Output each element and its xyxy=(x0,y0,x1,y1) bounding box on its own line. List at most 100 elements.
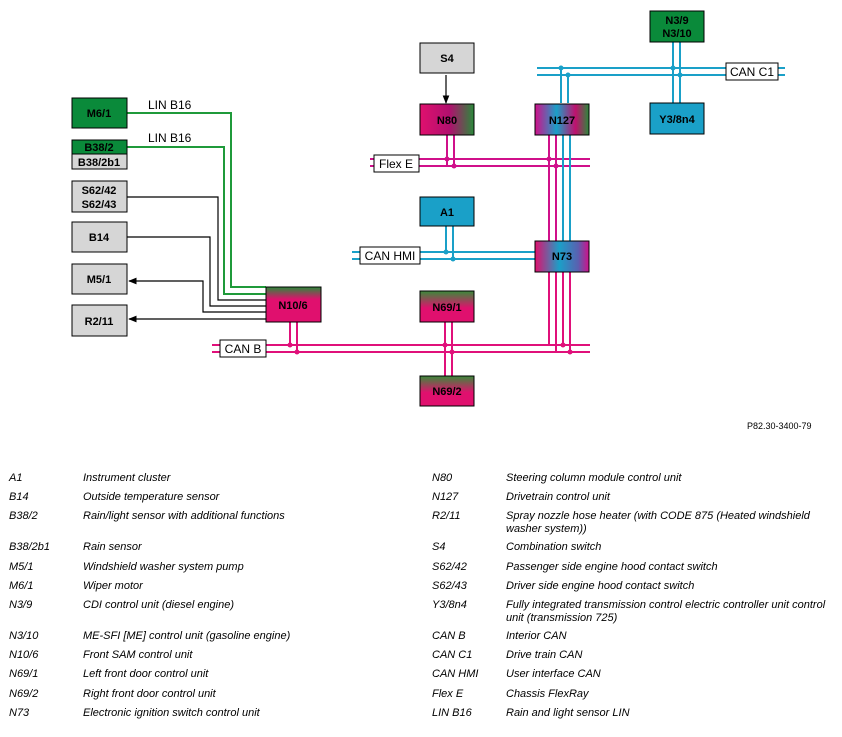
legend-code: M5/1 xyxy=(9,561,34,573)
b14-label: B14 xyxy=(89,232,110,244)
legend-code: N69/2 xyxy=(9,688,39,700)
legend-description: Windshield washer system pump xyxy=(83,561,244,573)
n69-1-label: N69/1 xyxy=(432,302,461,314)
m5-1-box[interactable]: M5/1 xyxy=(71,263,128,295)
n127-label: N127 xyxy=(549,115,575,127)
n10-6-box[interactable]: N10/6 xyxy=(265,286,322,323)
legend-description: Right front door control unit xyxy=(83,688,216,700)
m6-1-label: M6/1 xyxy=(87,108,111,120)
b38-2b1-label: B38/2b1 xyxy=(78,157,120,169)
legend-code: B14 xyxy=(9,491,29,503)
legend-entry: B38/2b1 Rain sensor xyxy=(9,541,419,571)
can-b-label: CAN B xyxy=(225,342,262,356)
legend-entry: LIN B16 Rain and light sensor LIN xyxy=(432,707,842,737)
b14-box[interactable]: B14 xyxy=(71,221,128,253)
r2-11-label: R2/11 xyxy=(85,316,114,328)
legend-code: N3/9 xyxy=(9,599,33,611)
n73-box[interactable]: N73 xyxy=(534,240,590,273)
y3-8n4-box[interactable]: Y3/8n4 xyxy=(649,102,705,135)
legend-description: Steering column module control unit xyxy=(506,472,682,484)
legend-entry: B14 Outside temperature sensor xyxy=(9,491,419,521)
figure-reference: P82.30-3400-79 xyxy=(747,421,812,431)
r2-11-box[interactable]: R2/11 xyxy=(71,304,128,337)
b38-2-label: B38/2 xyxy=(84,142,113,154)
flex-e-bus xyxy=(370,135,590,241)
n3-box[interactable]: N3/9 N3/10 xyxy=(649,10,705,43)
legend-code: Y3/8n4 xyxy=(432,599,467,611)
s62-43-label: S62/43 xyxy=(82,199,117,211)
m5-1-label: M5/1 xyxy=(87,274,111,286)
legend-code: B38/2b1 xyxy=(9,541,50,553)
s62-42-label: S62/42 xyxy=(82,185,117,197)
y3-8n4-label: Y3/8n4 xyxy=(659,114,695,126)
legend-code: CAN C1 xyxy=(432,649,473,661)
legend-description: Instrument cluster xyxy=(83,472,171,484)
n80-label: N80 xyxy=(437,115,457,127)
can-c1-tag: CAN C1 xyxy=(725,62,779,81)
can-b-nodes xyxy=(287,342,573,355)
can-c1-nodes xyxy=(558,65,683,78)
legend-description: Rain and light sensor LIN xyxy=(506,707,630,719)
lin-b16-label-2: LIN B16 xyxy=(148,131,192,145)
s4-box[interactable]: S4 xyxy=(419,42,475,74)
legend-code: CAN B xyxy=(432,630,466,642)
n127-n73-link xyxy=(562,135,571,241)
legend-description: Electronic ignition switch control unit xyxy=(83,707,260,719)
legend-code: N73 xyxy=(9,707,30,719)
can-b-bus xyxy=(212,272,590,376)
n3-10-label: N3/10 xyxy=(662,28,691,40)
legend-code: S62/43 xyxy=(432,580,467,592)
legend-description: Combination switch xyxy=(506,541,602,553)
legend-description: ME-SFI [ME] control unit (gasoline engin… xyxy=(83,630,291,642)
network-diagram: S4 N80 N127 N3/9 N3/10 Y3/8n4 A1 N73 M6/… xyxy=(71,10,785,407)
s62-box[interactable]: S62/42 S62/43 xyxy=(71,180,128,213)
legend-entry: A1 Instrument cluster xyxy=(9,472,419,502)
legend-code: N80 xyxy=(432,472,453,484)
legend-description: Fully integrated transmission control el… xyxy=(506,599,826,624)
legend-description: Drivetrain control unit xyxy=(506,491,610,503)
flex-e-label: Flex E xyxy=(379,157,413,171)
a1-box[interactable]: A1 xyxy=(419,196,475,227)
legend-description: User interface CAN xyxy=(506,668,601,680)
n127-box[interactable]: N127 xyxy=(534,103,590,136)
legend-code: N69/1 xyxy=(9,668,39,680)
flex-e-nodes xyxy=(444,156,559,169)
m6-1-box[interactable]: M6/1 xyxy=(71,97,128,129)
legend-code: CAN HMI xyxy=(432,668,479,680)
lin-b16-wires xyxy=(127,112,266,295)
legend-description: Spray nozzle hose heater (with CODE 875 … xyxy=(506,510,810,535)
legend-description: Front SAM control unit xyxy=(83,649,193,661)
legend-description: Outside temperature sensor xyxy=(83,491,220,503)
legend-entry: Y3/8n4 Fully integrated transmission cont… xyxy=(432,599,842,629)
n69-2-box[interactable]: N69/2 xyxy=(419,375,475,407)
legend-description: Drive train CAN xyxy=(506,649,583,661)
legend-entry: CAN B Interior CAN xyxy=(432,630,842,660)
legend-description: Driver side engine hood contact switch xyxy=(506,580,695,592)
legend-code: Flex E xyxy=(432,688,464,700)
legend-entry: N73 Electronic ignition switch control un… xyxy=(9,707,419,737)
legend-description: Wiper motor xyxy=(83,580,143,592)
legend-entry: N10/6 Front SAM control unit xyxy=(9,649,419,679)
n69-1-box[interactable]: N69/1 xyxy=(419,290,475,323)
legend-code: N10/6 xyxy=(9,649,39,661)
lin-b16-label-1: LIN B16 xyxy=(148,98,192,112)
legend-description: Left front door control unit xyxy=(83,668,209,680)
legend-code: LIN B16 xyxy=(432,707,472,719)
legend-description: Rain sensor xyxy=(83,541,142,553)
legend-entry: M5/1 Windshield washer system pump xyxy=(9,561,419,591)
legend-entry: N69/2 Right front door control unit xyxy=(9,688,419,718)
legend-description: Interior CAN xyxy=(506,630,567,642)
b38-2-box[interactable]: B38/2 B38/2b1 xyxy=(71,139,128,170)
legend-code: A1 xyxy=(9,472,23,484)
n69-2-label: N69/2 xyxy=(432,386,461,398)
n80-box[interactable]: N80 xyxy=(419,103,475,136)
legend-entry: N69/1 Left front door control unit xyxy=(9,668,419,698)
n10-6-label: N10/6 xyxy=(278,300,307,312)
